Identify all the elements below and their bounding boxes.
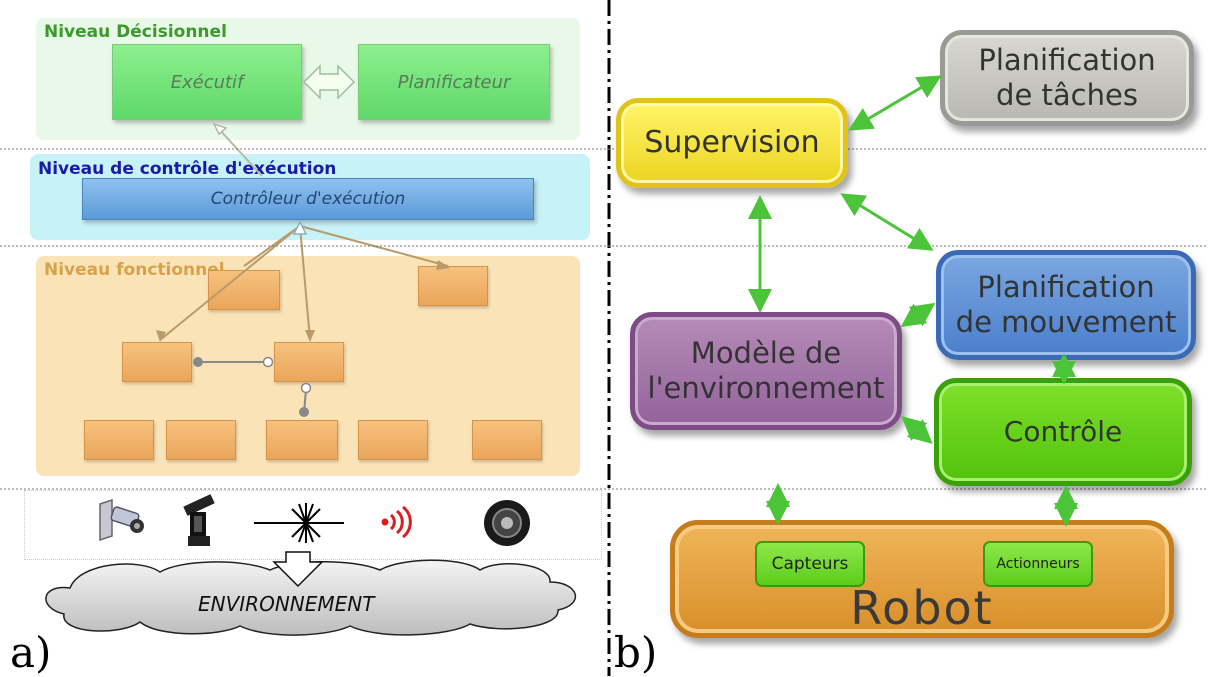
level-divider-lines (0, 148, 1208, 490)
task-planning-node: Planification de tâches (940, 30, 1194, 126)
controller-to-executive-link (212, 122, 263, 177)
environment-model-label-line1: Modèle de (690, 336, 842, 371)
functional-module (84, 420, 154, 460)
motion-planning-label-line2: de mouvement (955, 305, 1177, 339)
wireless-signal-icon (380, 505, 414, 539)
decisional-level-title: Niveau Décisionnel (44, 22, 227, 42)
task-planning-label-line2: de tâches (996, 78, 1138, 112)
panel-a-connectors (156, 64, 450, 417)
functional-link-arrowheads (156, 260, 450, 342)
robot-node: Capteurs Actionneurs Robot (670, 520, 1174, 638)
control-label: Contrôle (1003, 415, 1123, 449)
controller-input-arrowhead (292, 220, 308, 235)
sensor-level-background (24, 490, 602, 560)
environment-label: ENVIRONNEMENT (198, 592, 375, 616)
motion-planning-label-line1: Planification (977, 270, 1155, 305)
task-planning-label-line1: Planification (978, 43, 1156, 78)
supervision-label: Supervision (644, 125, 820, 160)
supervision-motion-planning-arrow (840, 193, 934, 251)
sensors-label: Capteurs (771, 554, 849, 574)
environment-model-node: Modèle de l'environnement (630, 312, 902, 430)
execution-controller-label: Contrôleur d'exécution (210, 189, 406, 209)
camera-icon (90, 496, 150, 548)
laser-icon (254, 500, 344, 546)
supervision-task-planning-arrow (848, 75, 942, 131)
executive-planner-double-arrow (302, 64, 356, 100)
environment-model-label-line2: l'environnement (647, 371, 885, 405)
actuators-label: Actionneurs (996, 556, 1080, 572)
execution-level-title: Niveau de contrôle d'exécution (38, 159, 337, 179)
model-control-arrow (901, 416, 933, 444)
sensors-node: Capteurs (755, 541, 865, 587)
functional-level-title: Niveau fonctionnel (44, 260, 225, 280)
ball-socket-links (193, 356, 312, 417)
functional-module (266, 420, 338, 460)
execution-controller-bar: Contrôleur d'exécution (82, 178, 534, 220)
functional-module (418, 266, 488, 306)
robot-label: Robot (850, 581, 994, 635)
functional-module (122, 342, 192, 382)
functional-module (166, 420, 236, 460)
environment-cloud (45, 551, 577, 636)
model-motion-planning-arrow (900, 302, 936, 328)
executive-label: Exécutif (170, 71, 244, 93)
panel-b-arrows (748, 75, 1078, 527)
functional-module (274, 342, 344, 382)
wheel-icon (482, 498, 532, 548)
supervision-node: Supervision (616, 98, 848, 188)
panel-b-label: b) (614, 628, 658, 677)
functional-module (358, 420, 428, 460)
panel-a-label: a) (10, 628, 52, 677)
pan-tilt-sensor-icon (180, 494, 220, 550)
planner-box: Planificateur (358, 44, 550, 120)
functional-module (472, 420, 542, 460)
planner-label: Planificateur (397, 71, 511, 93)
executive-box: Exécutif (112, 44, 302, 120)
actuators-node: Actionneurs (983, 541, 1093, 587)
